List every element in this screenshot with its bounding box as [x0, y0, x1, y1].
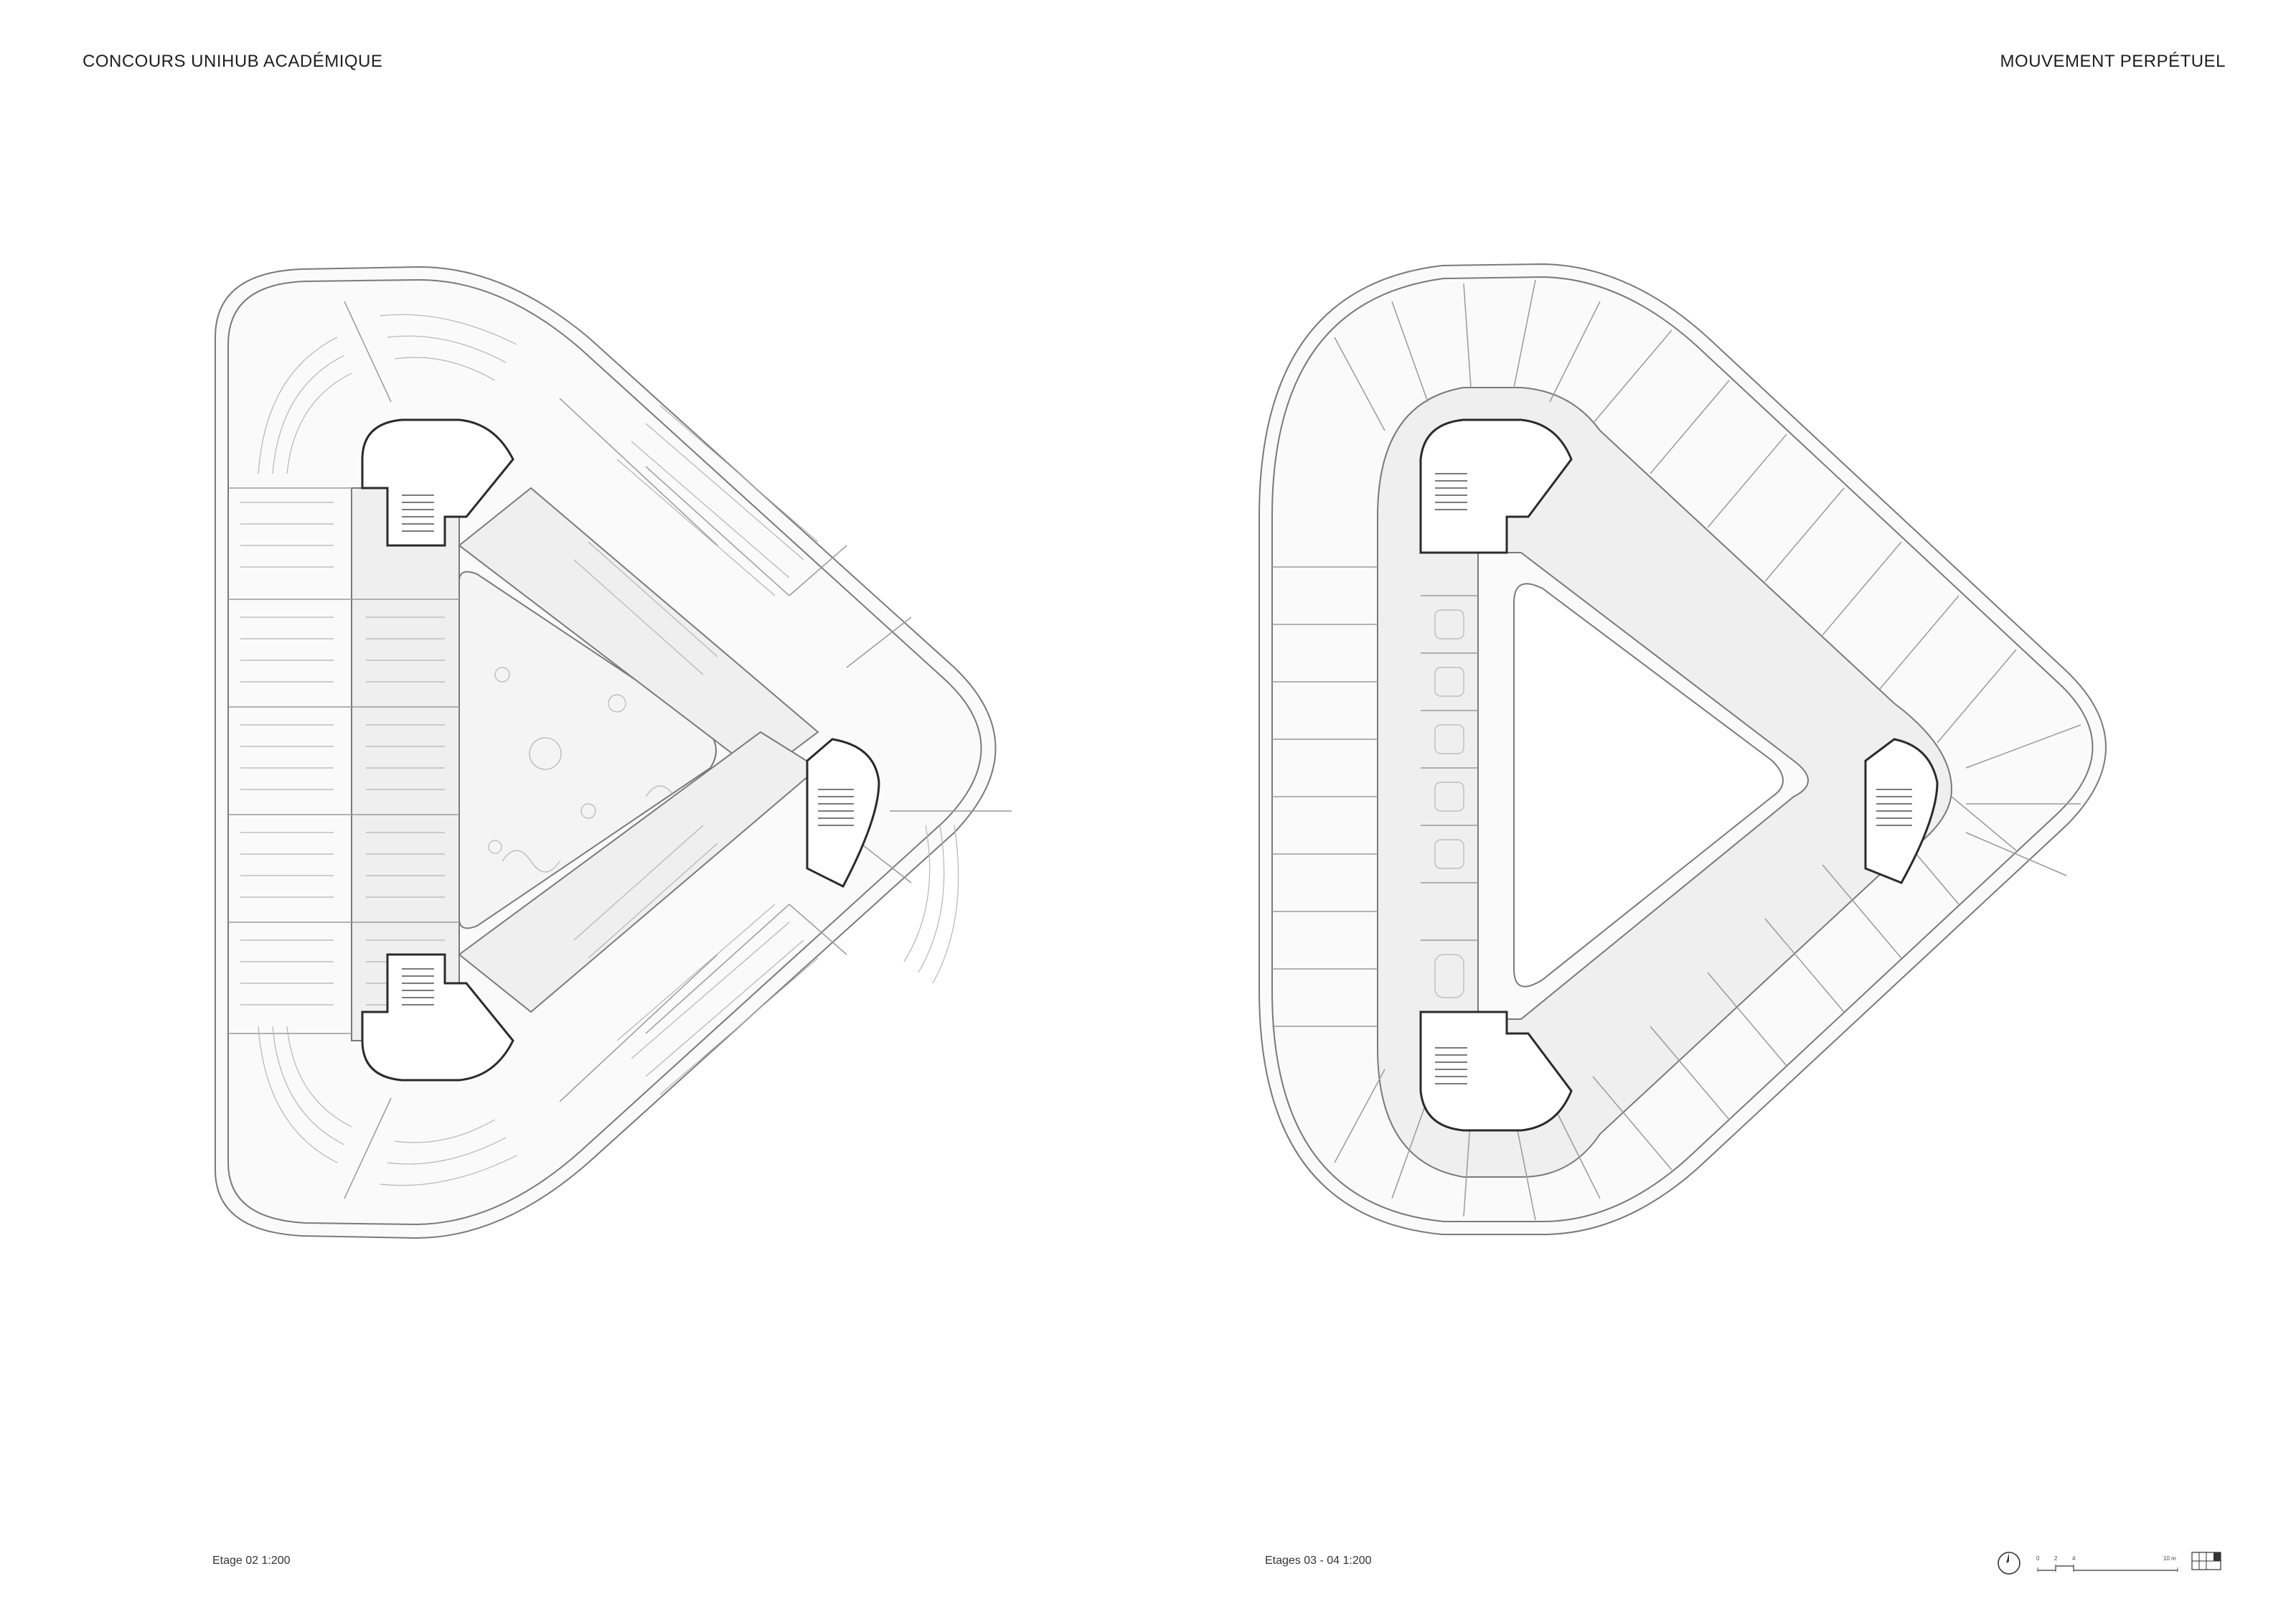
plan-caption-etages-03-04: Etages 03 - 04 1:200	[1265, 1555, 1372, 1567]
plan-etages-03-04	[1258, 263, 2107, 1235]
core-top	[1419, 418, 1573, 554]
stair-cores-right	[1419, 418, 1939, 1132]
atrium-furniture	[488, 667, 675, 873]
header-left-title: CONCOURS UNIHUB ACADÉMIQUE	[83, 52, 383, 71]
header-right-title: MOUVEMENT PERPÉTUEL	[2000, 52, 2226, 71]
stair-treads-left	[402, 494, 854, 1005]
room-partitions-left	[228, 301, 1012, 1199]
central-void	[1513, 583, 1784, 988]
facade-outline-inner	[227, 278, 982, 1226]
plan-caption-etage-02: Etage 02 1:200	[212, 1555, 291, 1567]
scale-tick-10: 10 m	[2163, 1555, 2176, 1562]
core-bottom	[361, 953, 514, 1082]
core-top	[361, 418, 514, 547]
central-atrium	[458, 571, 717, 929]
plan-etage-02	[215, 266, 1012, 1239]
scale-tick-0: 0	[2036, 1555, 2040, 1562]
north-arrow-icon	[1998, 1552, 2020, 1575]
meeting-tables	[1434, 609, 1464, 998]
circulation-upper	[458, 487, 819, 777]
core-bottom	[1419, 1011, 1573, 1132]
facade-outline-inner	[1271, 276, 2094, 1222]
keymap-icon	[2191, 1552, 2221, 1570]
desk-rows-wings	[573, 405, 819, 1095]
scale-bar: 0 2 4 10 m	[2036, 1555, 2178, 1572]
scale-tick-4: 4	[2072, 1555, 2076, 1562]
stair-cores-left	[361, 418, 880, 1082]
stair-treads-right	[1435, 473, 1912, 1084]
scale-tick-2: 2	[2054, 1555, 2058, 1562]
core-right	[806, 738, 880, 888]
auditorium-seating	[258, 314, 959, 1186]
